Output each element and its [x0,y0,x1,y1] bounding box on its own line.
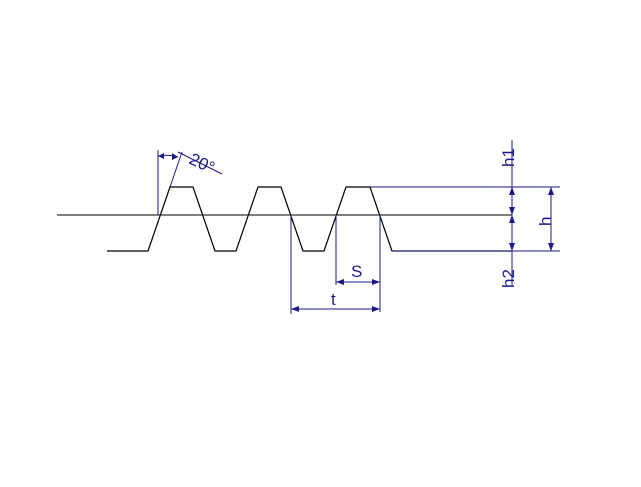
height-extension-lines [370,140,560,285]
tooth-profile [107,186,512,252]
h-label: h [536,217,555,226]
h1-label: h1 [499,148,518,167]
t-dimension [290,215,380,314]
h2-label: h2 [499,269,518,288]
angle-dimension [157,150,223,215]
s-dimension [335,215,381,312]
s-label: S [351,262,362,281]
angle-label: 20° [186,149,217,177]
t-label: t [331,290,336,309]
h-dimension [548,187,554,251]
h1-h2-dimension [509,187,515,251]
